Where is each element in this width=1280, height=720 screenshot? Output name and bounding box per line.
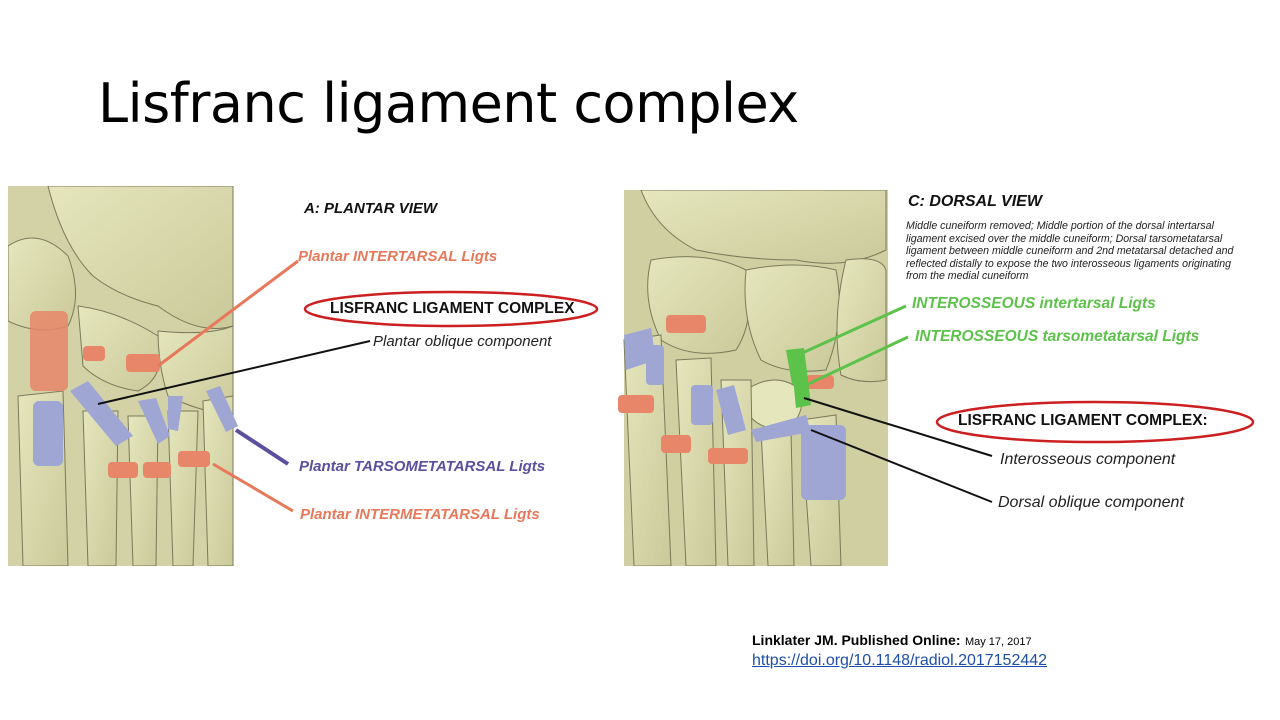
slide-title: Lisfranc ligament complex	[98, 72, 799, 135]
label-plantar-oblique: Plantar oblique component	[373, 333, 552, 350]
dorsal-tarsometatarsal-ligament	[801, 425, 846, 500]
label-interosseous-component: Interosseous component	[1000, 451, 1176, 468]
citation-date: May 17, 2017	[964, 636, 1032, 648]
dorsal-intertarsal-ligament	[666, 315, 706, 333]
plantar-view-illustration	[8, 186, 599, 566]
plantar-tarsometatarsal-ligament	[206, 386, 238, 432]
label-lisfranc-complex: LISFRANC LIGAMENT COMPLEX:	[958, 412, 1208, 429]
highlight-ellipse	[935, 400, 1255, 444]
view-note: Middle cuneiform removed; Middle portion…	[906, 220, 1234, 282]
interosseous-component-leader-line	[803, 397, 993, 457]
label-interosseous-tarsometatarsal: INTEROSSEOUS tarsometatarsal Ligts	[915, 328, 1200, 345]
plantar-intermetatarsal-ligament	[178, 451, 210, 467]
dorsal-view-illustration	[618, 190, 1255, 566]
view-title: C: DORSAL VIEW	[908, 193, 1042, 210]
intertarsal-leader-line	[157, 259, 299, 368]
metatarsal-3	[127, 415, 159, 566]
label-lisfranc-complex: LISFRANC LIGAMENT COMPLEX	[330, 300, 575, 317]
dorsal-intermetatarsal-ligament	[661, 435, 691, 453]
cuboid-bone	[836, 258, 887, 383]
dorsal-ligament	[646, 345, 664, 385]
label-plantar-tarsometatarsal: Plantar TARSOMETATARSAL Ligts	[299, 458, 546, 475]
dorsal-oblique-leader-line	[810, 429, 993, 503]
plantar-tarsometatarsal-ligament	[138, 398, 170, 444]
label-dorsal-oblique: Dorsal oblique component	[998, 494, 1184, 511]
citation-author: Linklater JM. Published Online:	[752, 632, 961, 648]
label-plantar-intermetatarsal: Plantar INTERMETATARSAL Ligts	[300, 506, 540, 523]
doi-link[interactable]: https://doi.org/10.1148/radiol.201715244…	[752, 652, 1048, 669]
label-interosseous-intertarsal: INTEROSSEOUS intertarsal Ligts	[912, 295, 1156, 312]
dorsal-view-figure: C: DORSAL VIEW Middle cuneiform removed;…	[596, 190, 1266, 566]
interosseous-tarsometatarsal-leader-line	[803, 335, 909, 388]
label-plantar-intertarsal: Plantar INTERTARSAL Ligts	[298, 248, 498, 265]
highlight-ellipse	[303, 290, 599, 328]
plantar-intertarsal-ligament	[30, 311, 68, 391]
dorsal-intermetatarsal-ligament	[618, 395, 654, 413]
plantar-tarsometatarsal-ligament	[168, 396, 183, 431]
plantar-intertarsal-ligament	[83, 346, 105, 361]
dorsal-oblique-ligament	[751, 415, 811, 442]
plantar-intertarsal-ligament	[126, 354, 160, 372]
plantar-view-figure: A: PLANTAR VIEW Plantar INTERTARSAL Ligt…	[8, 186, 608, 566]
plantar-oblique-ligament	[70, 381, 133, 446]
interosseous-intertarsal-leader-line	[799, 304, 907, 356]
dorsal-tarsometatarsal-ligament	[691, 385, 713, 425]
dorsal-intertarsal-ligament	[806, 375, 834, 389]
tarsometatarsal-leader-line	[234, 428, 290, 466]
dorsal-tarsometatarsal-ligament	[716, 385, 746, 435]
oblique-leader-line	[97, 340, 371, 405]
navicular-bone	[647, 256, 750, 354]
citation: Linklater JM. Published Online: May 17, …	[752, 632, 1047, 670]
dorsal-intermetatarsal-ligament	[708, 448, 748, 464]
plantar-tarsometatarsal-ligament	[33, 401, 63, 466]
plantar-intermetatarsal-ligament	[143, 462, 171, 478]
plantar-intermetatarsal-ligament	[108, 462, 138, 478]
cuneiform-bone	[744, 264, 840, 372]
view-title: A: PLANTAR VIEW	[304, 200, 438, 217]
metatarsal-4	[167, 410, 199, 566]
interosseous-tarsometatarsal-ligament	[792, 365, 811, 408]
medial-cuneiform-bone	[745, 379, 803, 431]
intermetatarsal-leader-line	[212, 462, 294, 513]
